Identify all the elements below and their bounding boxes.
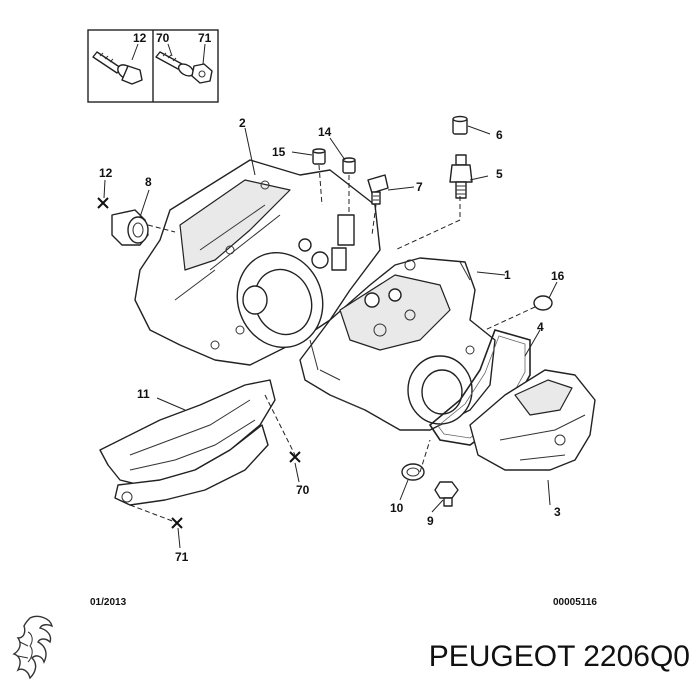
gasket-part-4 [428,329,531,446]
diagram-reference: 00005116 [553,597,597,608]
hex-nut-71-icon [191,43,213,84]
drain-bolt-part-9 [434,481,459,507]
diagram-date: 01/2013 [90,597,127,608]
plug-part-16 [533,295,553,311]
inset-label-71: 71 [198,31,212,45]
callout-12: 12 [99,166,113,180]
callout-labels: 1 2 3 4 5 6 7 8 9 10 11 12 14 15 16 70 7… [99,116,565,564]
cap-part-6 [452,115,468,135]
sensor-part-7 [367,174,389,205]
heat-shield-part-11 [99,379,276,506]
bolt-70-icon [155,43,195,77]
plug-part-14 [342,157,356,174]
flange-bolt-12-icon [92,43,143,85]
assembly-lines [129,164,536,523]
end-cover-part-3 [469,369,596,471]
fastener-inset: 12 70 71 [87,29,219,103]
fastener-markers [97,197,301,529]
callout-4: 4 [537,320,544,334]
callout-8: 8 [145,175,152,189]
inset-label-12: 12 [133,31,147,45]
callout-70: 70 [296,483,310,497]
release-bearing-part-8 [111,209,149,246]
callout-10: 10 [390,501,404,515]
callout-1: 1 [504,268,511,282]
peugeot-lion-logo-icon [12,615,54,680]
part-caption: PEUGEOT 2206Q0 [428,640,690,673]
seal-part-10 [401,463,425,481]
callout-7: 7 [416,180,423,194]
callout-6: 6 [496,128,503,142]
plug-part-15 [312,148,326,165]
callout-16: 16 [551,269,565,283]
leader-lines [103,125,558,549]
reverse-switch-part-5 [449,154,473,199]
callout-2: 2 [239,116,246,130]
inset-label-70: 70 [156,31,170,45]
callout-15: 15 [272,145,286,159]
callout-3: 3 [554,505,561,519]
callout-5: 5 [496,167,503,181]
clutch-housing-part-2 [134,159,381,366]
callout-11: 11 [137,387,150,401]
callout-71: 71 [175,550,189,564]
callout-14: 14 [318,125,332,139]
callout-9: 9 [427,514,434,528]
gearbox-housing-part-1 [299,257,496,431]
